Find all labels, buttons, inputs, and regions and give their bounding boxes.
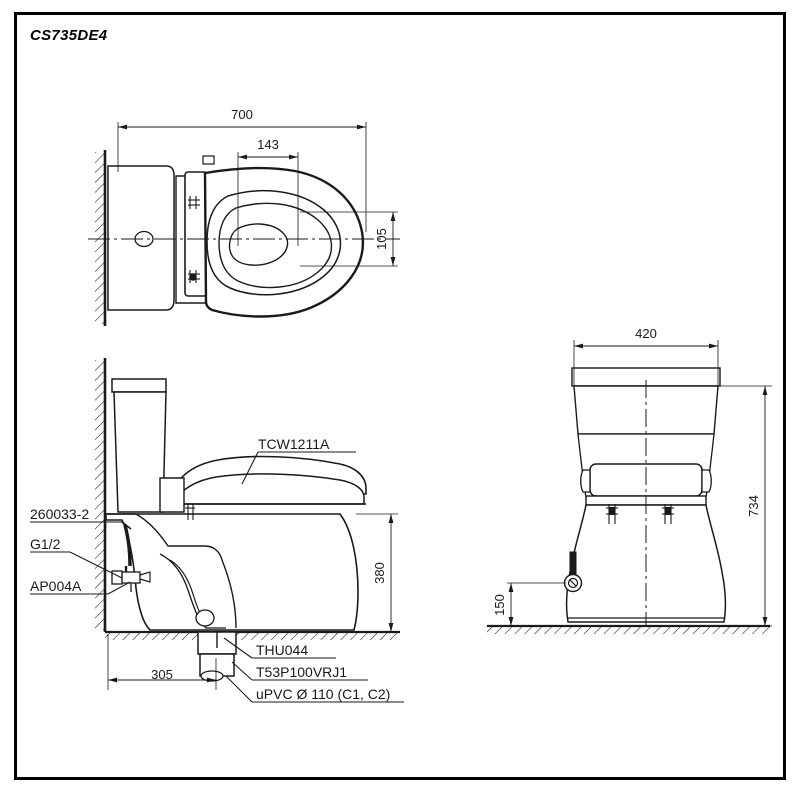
callout-g12-label: G1/2 [30,536,61,552]
dim-700-label: 700 [231,107,253,122]
dim-105-label: 105 [374,228,389,250]
seat-bolt-icon [185,504,195,520]
top-view-wall [95,150,107,326]
dim-734-label: 734 [746,495,761,517]
front-view-valve [563,551,583,593]
side-view-wall [95,358,107,632]
side-view-drain-assembly [197,631,237,682]
dim-420-label: 420 [635,326,657,341]
dim-105: 105 [300,211,398,267]
dim-305: 305 [107,634,217,690]
angle-valve-body [121,571,141,584]
callout-ap004a-label: AP004A [30,578,82,594]
dim-380: 380 [356,513,398,633]
side-view-seat-lid [159,455,367,520]
dim-143-label: 143 [257,137,279,152]
callout-260033-2-label: 260033-2 [30,506,89,522]
callout-upvc: uPVC Ø 110 (C1, C2) [225,675,404,703]
dim-734: 734 [714,385,772,627]
top-view-tank [107,165,175,311]
callout-tcw1211a: TCW1211A [241,436,356,485]
top-view-water-spot [228,223,289,266]
sheet-border [14,12,786,780]
dim-305-label: 305 [151,667,173,682]
callout-upvc-label: uPVC Ø 110 (C1, C2) [256,686,390,702]
dim-380-label: 380 [372,562,387,584]
callout-260033-2: 260033-2 [30,506,122,523]
front-view-group: 420 734 150 [487,326,772,634]
page-title: CS735DE4 [30,27,108,44]
side-view-group: TCW1211A 260033-2 G1/2 AP004A [30,358,404,703]
top-view-group: 700 143 105 [88,107,400,326]
dim-420: 420 [573,326,719,390]
callout-t53p100vrj1-label: T53P100VRJ1 [256,664,347,680]
dim-150: 150 [492,582,566,626]
mounting-bolt-icon [188,270,200,283]
front-view-floor [487,624,770,634]
mounting-bolt-icon [188,196,200,209]
front-bolt-icon-right [662,504,674,524]
dim-700: 700 [117,107,367,232]
front-bolt-icon-left [606,504,618,524]
side-view-tank [111,378,167,513]
dim-143: 143 [237,137,299,246]
dim-150-label: 150 [492,594,507,616]
side-view-bowl-body [105,513,359,631]
callout-tcw1211a-label: TCW1211A [258,436,330,452]
callout-thu044: THU044 [223,637,336,659]
callout-thu044-label: THU044 [256,642,308,658]
callout-t53p100vrj1: T53P100VRJ1 [231,661,368,681]
callout-ap004a: AP004A [30,578,131,595]
side-view-floor [105,630,400,640]
callout-g12: G1/2 [30,536,123,579]
